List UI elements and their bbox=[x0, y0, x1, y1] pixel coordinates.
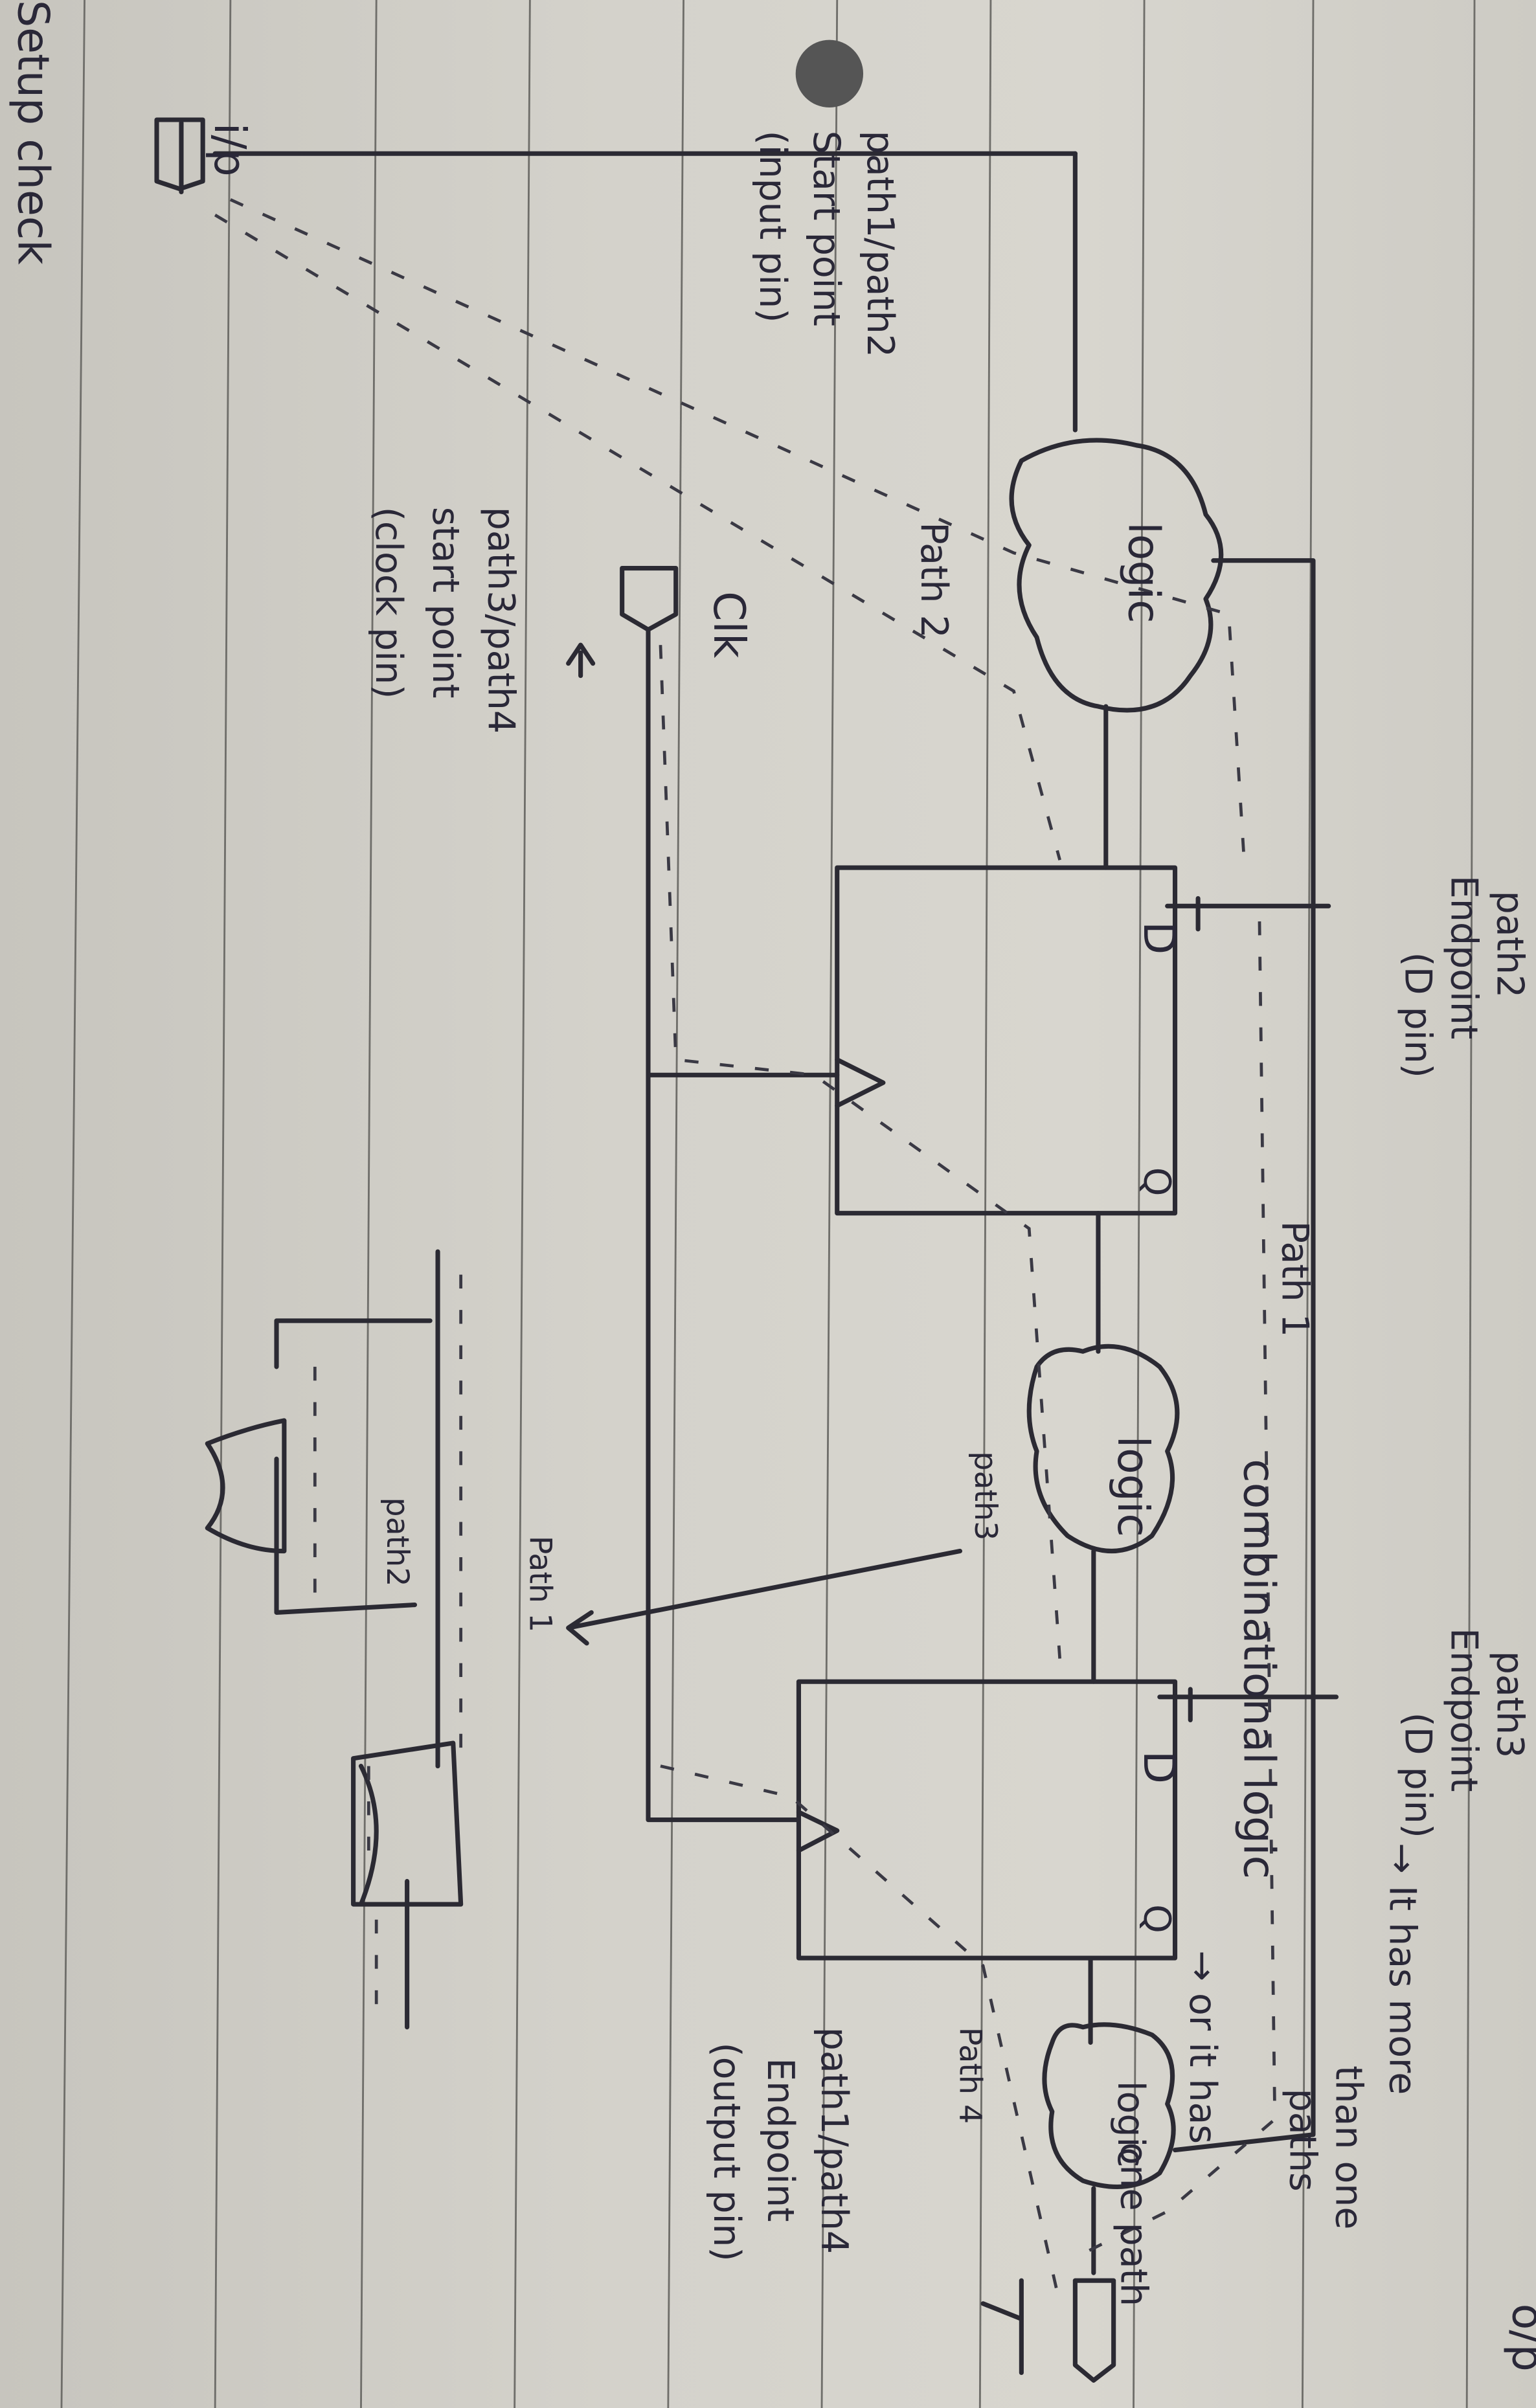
dashed-path-traces bbox=[214, 198, 1277, 2304]
ff2-clock-triangle bbox=[796, 1810, 840, 1853]
clock-note-1: path3/path4 bbox=[479, 507, 522, 734]
output-note-2: Endpoint bbox=[759, 2058, 802, 2222]
note-more-2: than one bbox=[1327, 2065, 1370, 2229]
ff1-clock-triangle bbox=[835, 1057, 886, 1108]
output-note-3: (output pin) bbox=[705, 2043, 748, 2262]
note-more-3: paths bbox=[1281, 2089, 1324, 2192]
ff2-d: D bbox=[1134, 1751, 1184, 1784]
heading: Setup check bbox=[8, 0, 59, 265]
note-one-1: → or it has bbox=[1181, 1950, 1224, 2144]
logic-label-3: logic bbox=[1109, 2081, 1152, 2168]
ff1-endpoint-1: path2 bbox=[1489, 891, 1531, 998]
input-note-3: (input pin) bbox=[751, 131, 794, 323]
path3-arrow bbox=[566, 1548, 963, 1646]
flipflop-1 bbox=[835, 865, 1178, 1216]
flipflop-2 bbox=[796, 1679, 1178, 1961]
ff2-endpoint-2: Endpoint bbox=[1442, 1628, 1485, 1792]
path3-label: path3 bbox=[967, 1451, 1003, 1540]
input-pin-shape bbox=[154, 117, 205, 192]
clock-note-2: start point bbox=[424, 507, 467, 699]
ff1-q: Q bbox=[1135, 1167, 1178, 1197]
clock-wire bbox=[646, 627, 840, 1823]
output-arrow bbox=[980, 2278, 1024, 2376]
endpoint-arrows bbox=[1188, 895, 1201, 1722]
ff1-endpoint-2: Endpoint bbox=[1442, 875, 1485, 1039]
clock-pin-shape bbox=[620, 566, 679, 633]
note-more-1: → It has more bbox=[1381, 1843, 1424, 2095]
logic-label-2: logic bbox=[1108, 1436, 1158, 1537]
clock-pin-label: Clk bbox=[704, 591, 754, 658]
clock-note-3: (clock pin) bbox=[367, 507, 410, 699]
note-combinational: combinational logic bbox=[1234, 1459, 1284, 1879]
ff2-endpoint-1: path3 bbox=[1489, 1651, 1531, 1759]
gate-example bbox=[205, 1249, 464, 2030]
logic-cloud-2 bbox=[1026, 1344, 1180, 1553]
ruled-lines bbox=[60, 0, 1476, 2408]
or-gate bbox=[205, 1418, 287, 1554]
path4-label: Path 4 bbox=[952, 2027, 988, 2124]
path1-bypass-wire bbox=[1172, 558, 1316, 2153]
and-gate bbox=[351, 1740, 464, 1907]
input-note-2: Start point bbox=[805, 131, 848, 326]
logic-label-1: logic bbox=[1118, 522, 1169, 623]
ff2-endpoint-3: (D pin) bbox=[1396, 1713, 1439, 1838]
input-note-1: path1/path2 bbox=[859, 131, 901, 357]
logic-cloud-1 bbox=[1009, 438, 1224, 713]
ff1-endpoint-3: (D pin) bbox=[1396, 952, 1439, 1078]
logic-cloud-3 bbox=[1042, 2022, 1176, 2189]
path1-gates-label: Path 1 bbox=[522, 1536, 558, 1632]
ff2-q: Q bbox=[1135, 1904, 1178, 1933]
output-pin-label: o/p bbox=[1502, 2304, 1536, 2372]
ff1-d: D bbox=[1134, 921, 1184, 954]
path1-label: Path 1 bbox=[1274, 1221, 1316, 1337]
output-pin-shape bbox=[1072, 2278, 1116, 2383]
output-note-1: path1/path4 bbox=[813, 2027, 855, 2254]
clock-arrow bbox=[566, 642, 596, 679]
path2-gates-label: path2 bbox=[379, 1498, 415, 1587]
input-pin-label: i/p bbox=[205, 123, 255, 177]
path2-label: Path 2 bbox=[912, 522, 955, 638]
note-one-2: one path bbox=[1112, 2143, 1155, 2306]
binder-hole bbox=[795, 39, 864, 108]
